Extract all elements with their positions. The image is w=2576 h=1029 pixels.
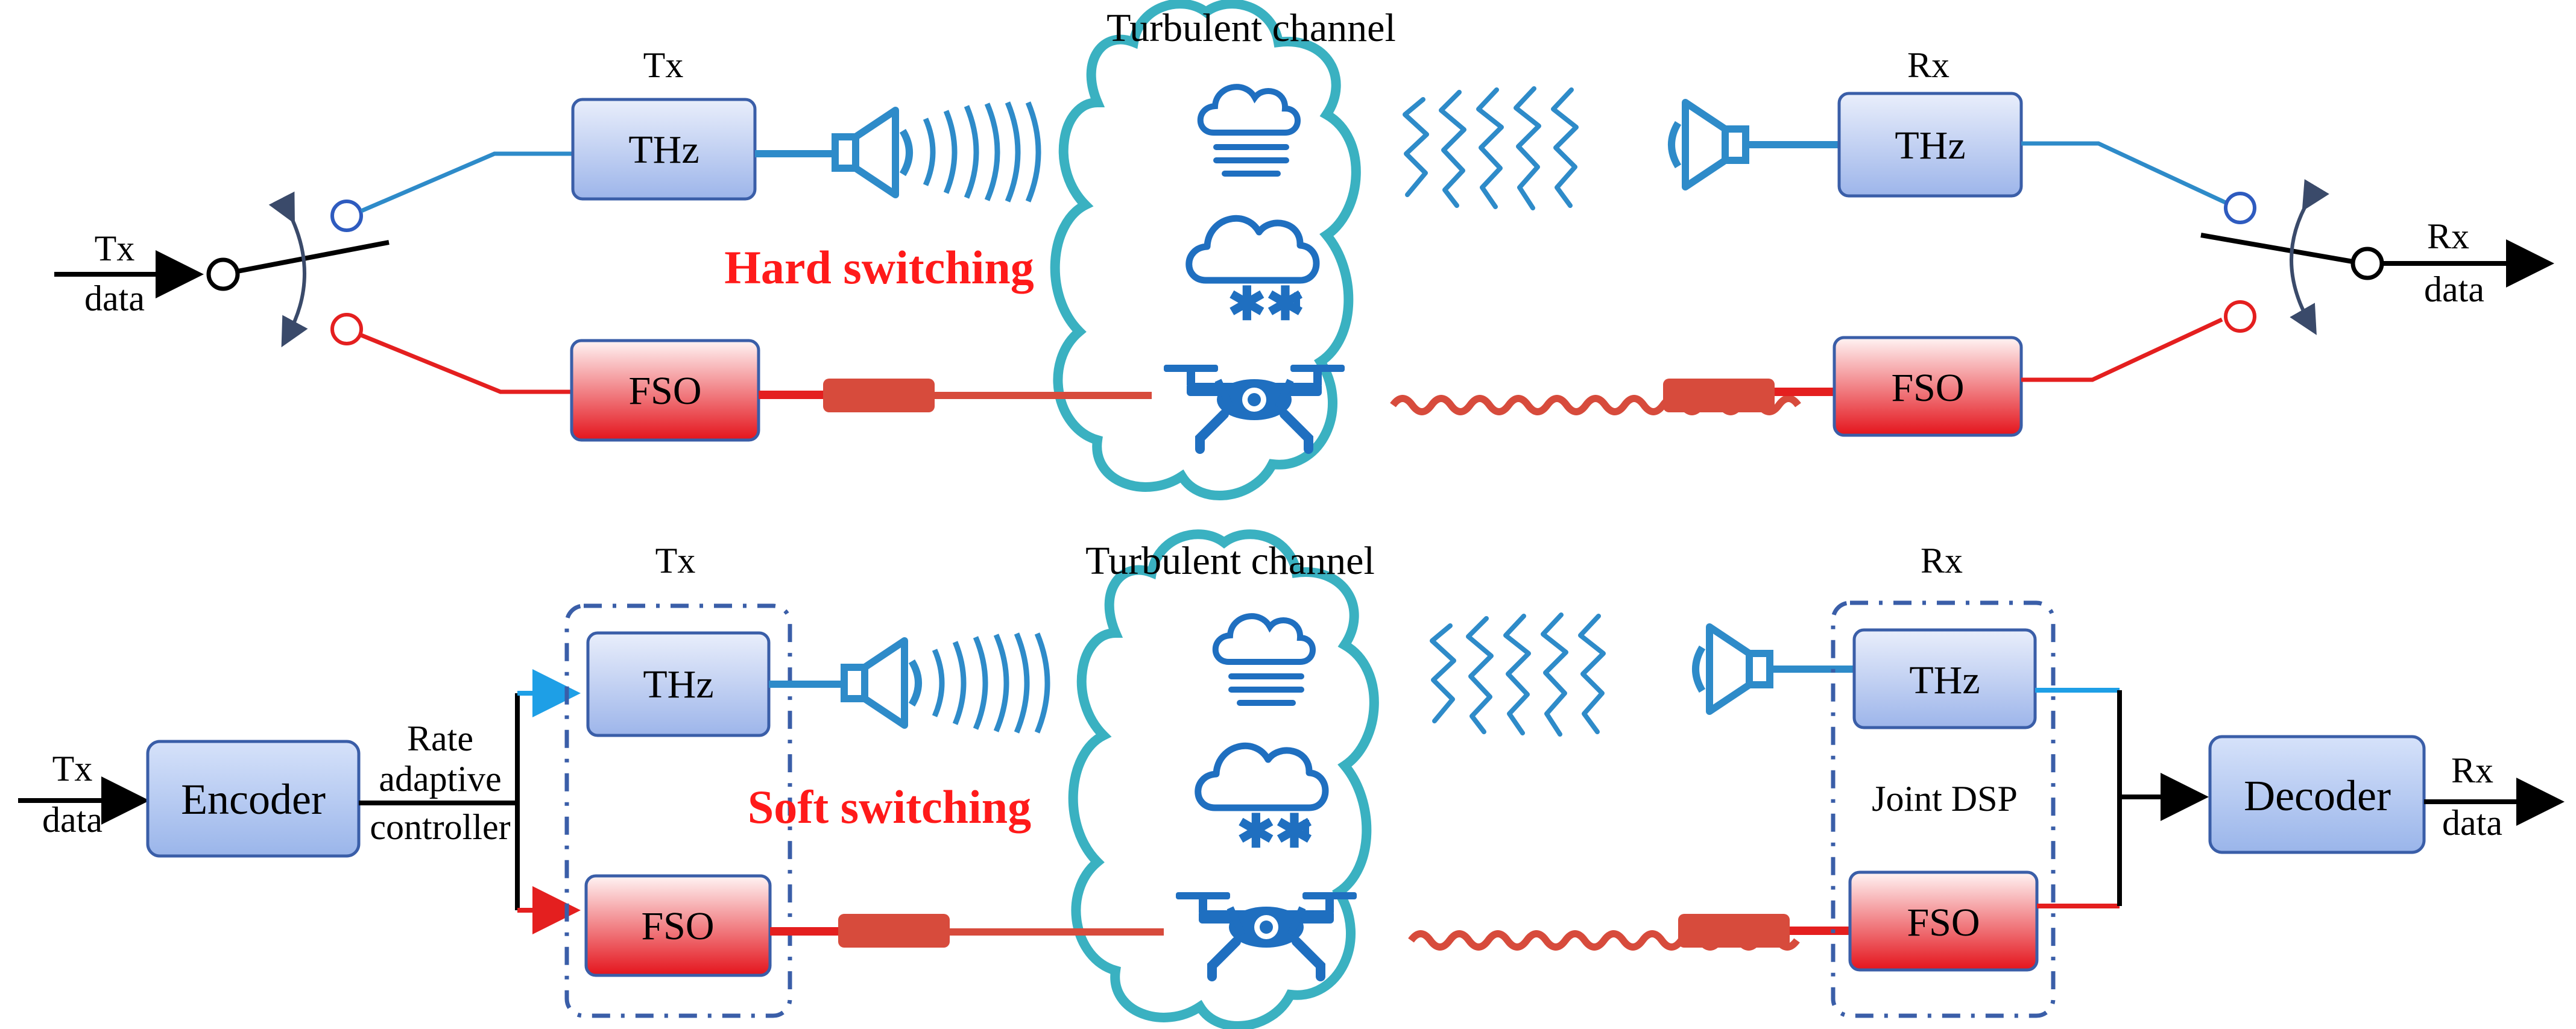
joint-dsp-label: Joint DSP: [1872, 779, 2018, 819]
tx-thz-contact: [330, 200, 363, 232]
horn-antenna-icon: [1696, 627, 1770, 711]
top-rx-fso-label: FSO: [1891, 366, 1964, 410]
tx-thz-wire: [360, 151, 573, 213]
horn-antenna-icon: [844, 641, 918, 725]
bottom-channel-title: Turbulent channel: [1085, 539, 1375, 583]
tx-switch-lever: [237, 240, 390, 274]
top-tx-fso-block: [570, 339, 760, 442]
top-tx-fso-label: FSO: [628, 369, 701, 413]
bottom-rx-thz-label: THz: [1909, 658, 1980, 702]
top-rx-thz-label: THz: [1895, 124, 1965, 168]
bottom-tx-fso-block: [584, 874, 772, 977]
rx-thz-contact: [2224, 192, 2256, 224]
bottom-tx-laser: [838, 914, 950, 948]
top-tx-laser: [823, 379, 935, 412]
bottom-rx-data-label-2: data: [2442, 803, 2502, 843]
tx-switch-arc: [268, 191, 308, 348]
rx-dashed-group: [1831, 600, 2056, 1018]
horn-antenna-icon: [835, 110, 909, 195]
rx-switch-lever: [2200, 233, 2353, 264]
rx-fso-contact: [2224, 300, 2256, 333]
bottom-rx-laser: [1678, 914, 1790, 948]
tx-fso-contact: [330, 313, 363, 345]
top-channel-title: Turbulent channel: [1106, 6, 1396, 50]
encoder-block: [146, 740, 361, 858]
rx-thz-wire: [2021, 141, 2229, 206]
thz-wave-arcs: [926, 102, 1038, 201]
bottom-rx-thz-block: [1852, 628, 2037, 729]
top-tx-title: Tx: [643, 45, 684, 85]
rx-switch-pivot: [2350, 247, 2384, 280]
bottom-rx-title: Rx: [1921, 541, 1963, 581]
tx-data-label-2: data: [84, 278, 145, 318]
top-panel: Turbulent channel Tx data Tx THz FSO Har…: [54, 4, 2554, 496]
bottom-rx-fso-label: FSO: [1907, 901, 1980, 945]
top-rx-fso-block: [1833, 336, 2023, 437]
top-tx-thz-label: THz: [628, 128, 699, 172]
horn-antenna-icon: [1672, 102, 1746, 187]
encoder-label: Encoder: [181, 775, 326, 823]
controller-label-1: Rate: [407, 719, 473, 758]
rx-fso-wire: [2021, 317, 2223, 382]
controller-label-2: adaptive: [379, 759, 501, 799]
hard-switching-label: Hard switching: [724, 241, 1034, 294]
tx-data-label-1: Tx: [95, 228, 135, 268]
decoder-block: [2208, 735, 2426, 854]
controller-label-3: controller: [370, 807, 510, 847]
rx-switch-arc: [2290, 179, 2329, 335]
tx-dashed-group: [564, 603, 792, 1018]
bottom-tx-data-label-2: data: [42, 800, 103, 840]
bottom-tx-thz-label: THz: [643, 662, 713, 706]
tx-switch-pivot: [206, 257, 240, 291]
decoder-label: Decoder: [2244, 772, 2391, 820]
bottom-tx-fso-label: FSO: [641, 904, 714, 948]
top-tx-thz-block: [571, 98, 757, 201]
thz-wave-arcs: [935, 634, 1047, 732]
top-rx-title: Rx: [1907, 45, 1949, 85]
thz-scattered-waves: [1405, 89, 1576, 208]
tx-fso-wire: [360, 333, 573, 394]
bottom-rx-data-label-1: Rx: [2451, 751, 2493, 790]
rx-data-label-1: Rx: [2427, 216, 2469, 256]
soft-switching-label: Soft switching: [748, 781, 1031, 833]
top-rx-laser: [1663, 379, 1775, 412]
rx-data-label-2: data: [2424, 269, 2484, 309]
bottom-tx-title: Tx: [655, 541, 696, 581]
thz-scattered-waves: [1432, 615, 1603, 734]
bottom-tx-data-label-1: Tx: [52, 749, 93, 788]
bottom-panel: Turbulent channel Tx data Encoder Rate a…: [18, 534, 2565, 1026]
bottom-rx-fso-block: [1848, 870, 2039, 972]
